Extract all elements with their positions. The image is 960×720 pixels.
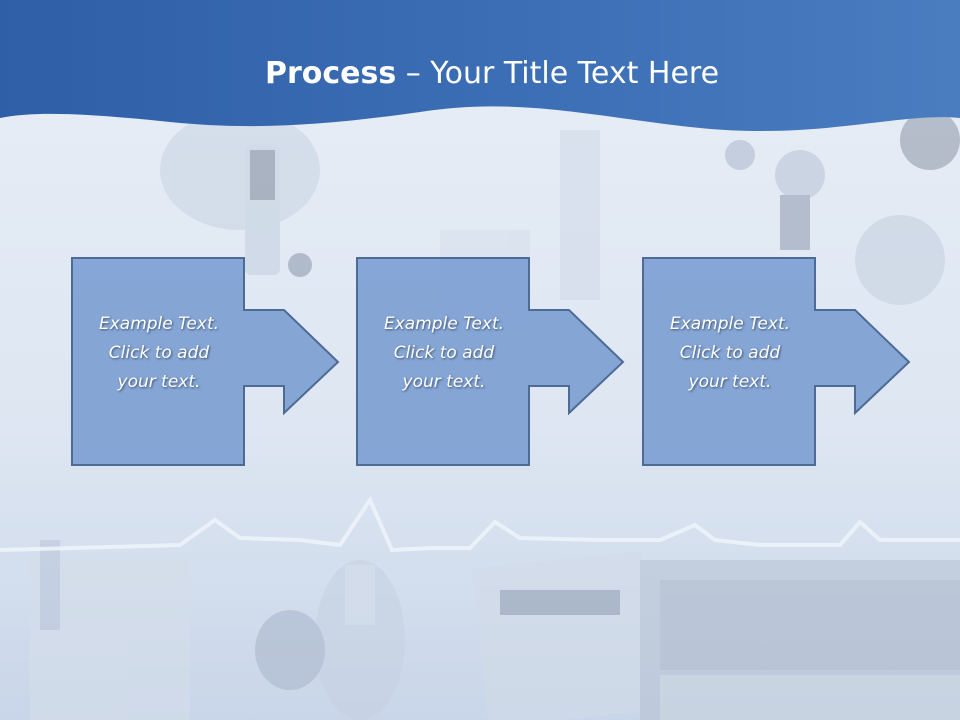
title-rest: – Your Title Text Here [396, 56, 720, 91]
step-text-line: Example Text. [98, 314, 220, 334]
step-text-line: Example Text. [669, 314, 791, 334]
arrow-box-shape [71, 257, 340, 466]
arrow-box-shape [356, 257, 625, 466]
step-text-line: Click to add [679, 343, 781, 363]
slide-title: Process – Your Title Text Here [0, 54, 960, 94]
step-text-2[interactable]: Example Text. Click to add your text. [349, 310, 539, 397]
title-bold: Process [264, 56, 397, 91]
step-text-line: Click to add [393, 343, 495, 363]
step-text-line: your text. [688, 372, 772, 392]
step-text-line: Click to add [108, 343, 210, 363]
step-text-1[interactable]: Example Text. Click to add your text. [64, 310, 254, 397]
step-text-line: your text. [117, 372, 201, 392]
arrow-box-shape [642, 257, 911, 466]
step-text-line: Example Text. [383, 314, 505, 334]
step-text-3[interactable]: Example Text. Click to add your text. [635, 310, 825, 397]
step-text-line: your text. [402, 372, 486, 392]
